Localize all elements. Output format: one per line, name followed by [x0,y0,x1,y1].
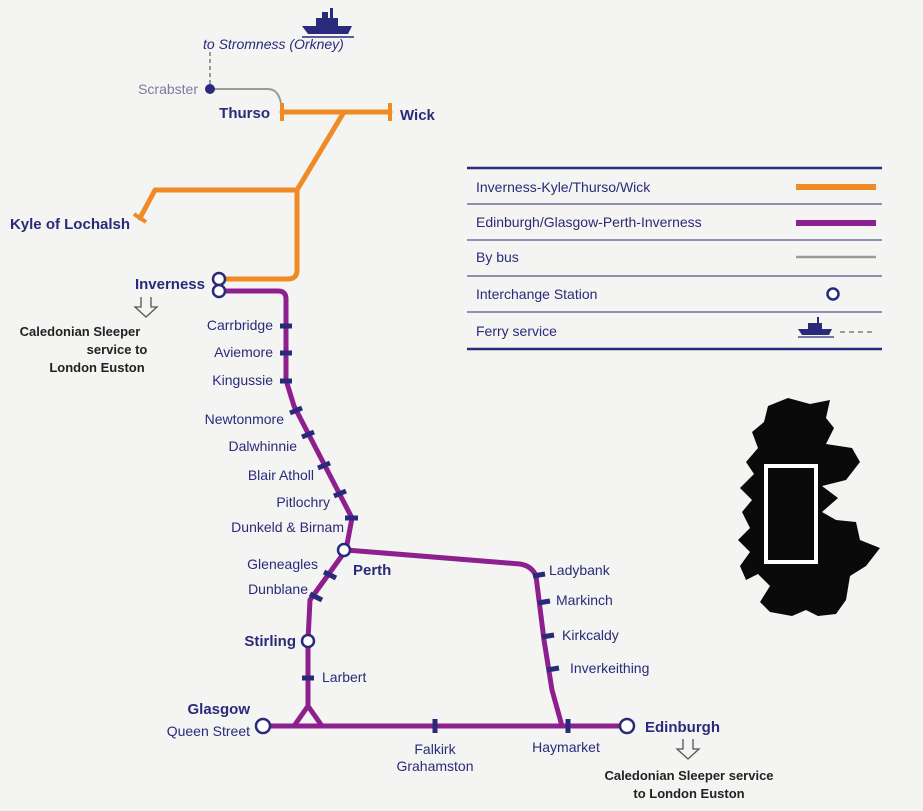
sleeper-south-line-2: to London Euston [633,786,744,801]
north-lines [137,109,393,282]
label-markinch: Markinch [556,592,613,608]
scrabster-dot [205,84,215,94]
inverness-interchange-upper [211,271,227,287]
legend-label-bus: By bus [476,249,519,265]
scotland-inset-map [738,398,880,616]
legend-ferry-icon [798,317,834,338]
legend-label-main: Edinburgh/Glasgow-Perth-Inverness [476,214,702,230]
sleeper-south-line-1: Caledonian Sleeper service [604,768,773,783]
tick-pitlochry [333,488,347,499]
tick-ladybank [532,571,546,579]
label-blair-atholl: Blair Atholl [248,467,314,483]
trunk-to-junction [294,109,347,193]
label-dunblane: Dunblane [248,581,308,597]
inset-area-frame [764,464,818,564]
label-inverkeithing: Inverkeithing [570,660,649,676]
label-kirkcaldy: Kirkcaldy [562,627,619,643]
scotland-silhouette [738,398,880,616]
bus-line-scrabster-thurso [210,88,282,104]
label-gleneagles: Gleneagles [247,556,318,572]
label-newtonmore: Newtonmore [205,411,285,427]
tick-inverkeithing [546,665,560,673]
kyle-terminal [132,212,148,224]
legend-label-ferry: Ferry service [476,323,557,339]
interchange-stations [211,271,636,735]
label-grahamston: Grahamston [396,758,473,774]
purple-perth-fife-line [345,547,565,727]
label-carrbridge: Carrbridge [207,317,273,333]
label-scrabster: Scrabster [138,81,198,97]
stirling-interchange [300,633,316,649]
inverness-interchange-lower [211,283,227,299]
label-dalwhinnie: Dalwhinnie [229,438,298,454]
label-dunkeld: Dunkeld & Birnam [231,519,344,535]
tick-markinch [537,598,551,606]
glasgow-interchange [254,717,272,735]
tick-blair-atholl [317,460,331,471]
inverness-branch [219,187,300,282]
label-haymarket: Haymarket [532,739,600,755]
legend-label-interchange: Interchange Station [476,286,597,302]
purple-main-line [222,288,355,728]
legend-label-north: Inverness-Kyle/Thurso/Wick [476,179,651,195]
label-glasgow: Glasgow [187,701,250,718]
sleeper-arrow-north [133,297,159,318]
tick-gleneagles [322,569,338,581]
tick-newtonmore [289,405,303,416]
legend: Inverness-Kyle/Thurso/Wick Edinburgh/Gla… [467,166,882,351]
label-ladybank: Ladybank [549,562,611,578]
north-line-terminals [132,103,392,224]
tick-dalwhinnie [301,429,315,440]
label-edinburgh: Edinburgh [645,719,720,736]
label-perth: Perth [353,562,391,579]
kyle-branch [137,187,300,221]
legend-interchange-symbol [826,287,840,301]
label-pitlochry: Pitlochry [276,494,330,510]
purple-glasgow-spur [291,704,311,728]
label-kingussie: Kingussie [212,372,273,388]
tick-dunblane [308,591,324,603]
label-stirling: Stirling [244,633,296,650]
sleeper-arrow-south [675,739,701,760]
sleeper-north-line-3: London Euston [49,360,144,375]
label-wick: Wick [400,107,436,124]
sleeper-north-line-2: service to [87,342,148,357]
sleeper-north-line-1: Caledonian Sleeper [20,324,141,339]
label-queen-street: Queen Street [167,723,250,739]
ferry-destination-label: to Stromness (Orkney) [203,36,344,52]
label-falkirk: Falkirk [414,741,456,757]
ferry-icon [302,8,354,38]
edinburgh-interchange [618,717,636,735]
tick-kirkcaldy [541,632,555,640]
label-inverness: Inverness [135,276,205,293]
label-kyle: Kyle of Lochalsh [10,216,130,233]
label-thurso: Thurso [219,105,270,122]
station-ticks [280,323,571,733]
label-larbert: Larbert [322,669,366,685]
label-aviemore: Aviemore [214,344,273,360]
perth-interchange [336,542,352,558]
